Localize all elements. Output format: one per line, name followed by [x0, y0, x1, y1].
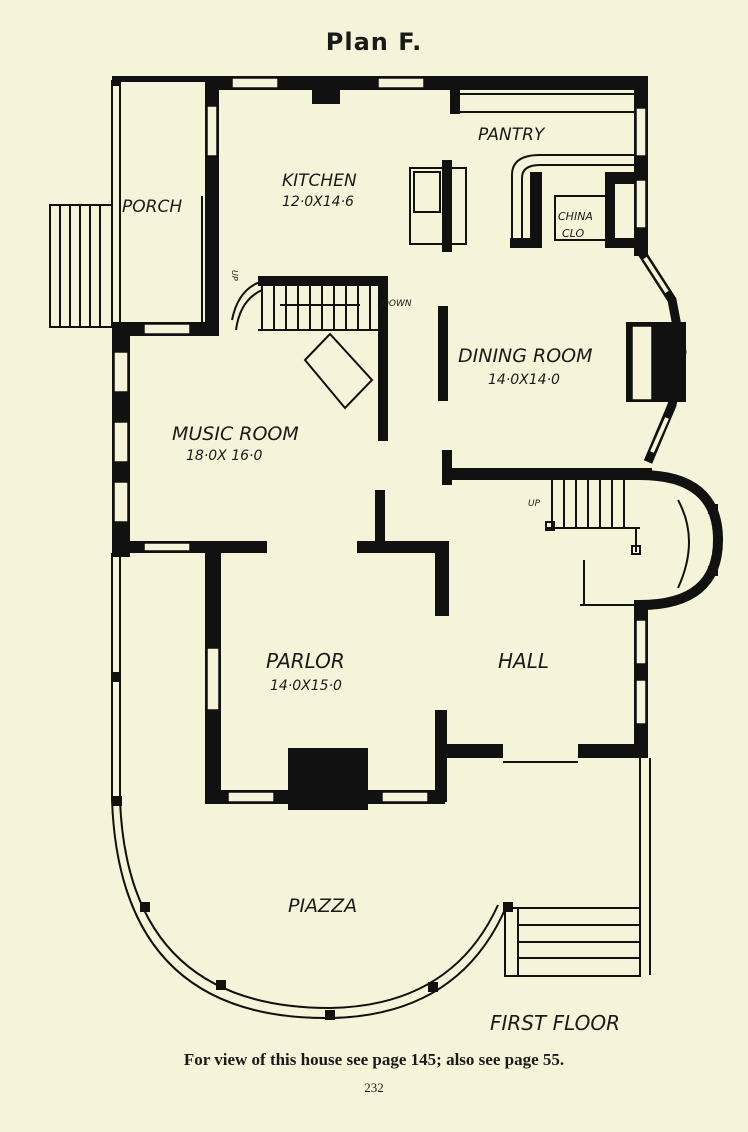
page-number: 232 — [364, 1080, 384, 1095]
first-floor-label: FIRST FLOOR — [490, 1011, 620, 1035]
kitchen-size-label: 12·0X14·6 — [282, 194, 354, 210]
piazza-label: PIAZZA — [288, 895, 357, 917]
dining-room-size-label: 14·0X14·0 — [488, 372, 560, 388]
music-room-label: MUSIC ROOM — [172, 423, 299, 445]
parlor-label: PARLOR — [266, 649, 345, 673]
pantry-label: PANTRY — [478, 125, 546, 145]
plan-title: Plan F. — [325, 28, 423, 56]
closet-label: CLO — [562, 227, 584, 240]
music-room-size-label: 18·0X 16·0 — [186, 448, 262, 464]
kitchen-stair-up-label: UP — [230, 270, 239, 281]
parlor-size-label: 14·0X15·0 — [270, 678, 342, 694]
dining-room-label: DINING ROOM — [458, 345, 593, 367]
kitchen-stair-down-label: DOWN — [382, 299, 412, 309]
kitchen-label: KITCHEN — [282, 171, 357, 191]
china-closet-label: CHINA — [558, 210, 593, 223]
hall-label: HALL — [498, 649, 549, 673]
caption: For view of this house see page 145; als… — [183, 1050, 565, 1069]
porch-label: PORCH — [122, 197, 182, 217]
hall-stair-up-label: UP — [528, 499, 541, 509]
